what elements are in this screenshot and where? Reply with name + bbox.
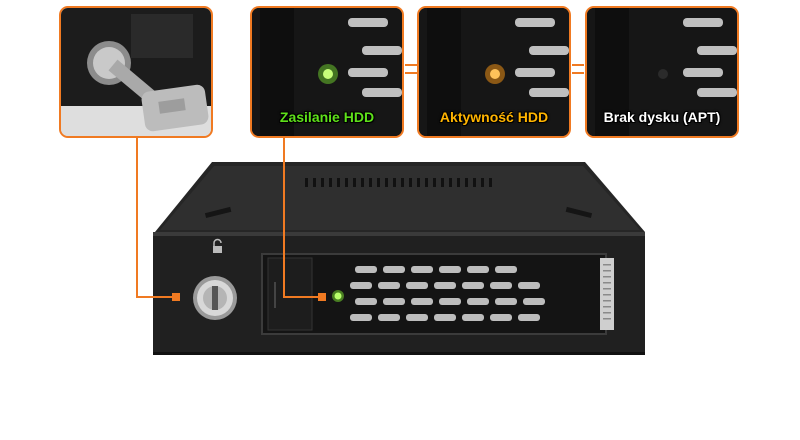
- vent-grille: [305, 178, 492, 187]
- no-disk-led-closeup: [658, 69, 668, 79]
- key-lock-callout: [59, 6, 213, 138]
- power-leader-line: [283, 296, 321, 298]
- power-led-label: Zasilanie HDD: [279, 109, 375, 125]
- tray-vent-slots: [350, 266, 545, 321]
- key-icon: [108, 59, 209, 132]
- key-leader-line: [136, 138, 138, 298]
- callout-connector: [405, 64, 417, 74]
- lock-symbol-icon: [213, 238, 222, 253]
- power-leader-line: [283, 138, 285, 298]
- key-lock[interactable]: [193, 276, 237, 320]
- activity-led-label: Aktywność HDD: [439, 109, 549, 125]
- power-led-callout: Zasilanie HDD: [250, 6, 404, 138]
- drive-tray[interactable]: [261, 253, 607, 335]
- key-leader-dot: [172, 293, 180, 301]
- no-disk-led-callout: Brak dysku (APT): [585, 6, 739, 138]
- callout-connector: [572, 64, 584, 74]
- activity-led-callout: Aktywność HDD: [417, 6, 571, 138]
- power-leader-dot: [318, 293, 326, 301]
- key-leader-line: [136, 296, 176, 298]
- no-disk-label: Brak dysku (APT): [603, 109, 721, 125]
